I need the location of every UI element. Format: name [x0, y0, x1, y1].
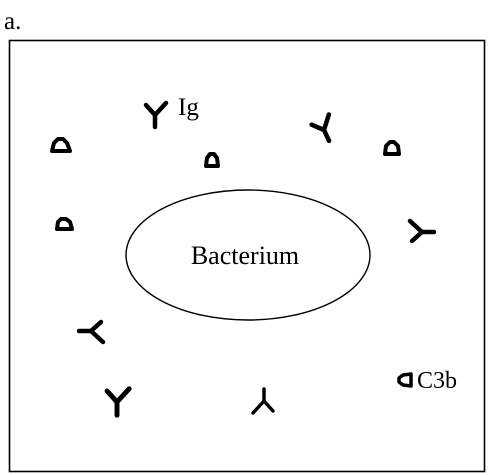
- ig-label: Ig: [178, 94, 199, 121]
- antibody-icon: [79, 322, 103, 342]
- antibody-icon: [311, 114, 339, 144]
- bacterium: Bacterium: [126, 190, 370, 320]
- bacterium-label: Bacterium: [191, 241, 299, 270]
- panel-label: a.: [4, 8, 21, 35]
- c3b-icon: [52, 139, 70, 151]
- c3b-icon: [206, 154, 218, 166]
- c3b-label: C3b: [417, 368, 457, 394]
- antibody-icon: [107, 389, 129, 415]
- c3b-icon: [399, 374, 411, 386]
- antibody-icon: [253, 389, 273, 413]
- c3b-icon: [57, 219, 72, 229]
- c3b-icon: [385, 142, 399, 154]
- antibody-icon: [410, 221, 434, 241]
- antibody-icon: [146, 103, 166, 127]
